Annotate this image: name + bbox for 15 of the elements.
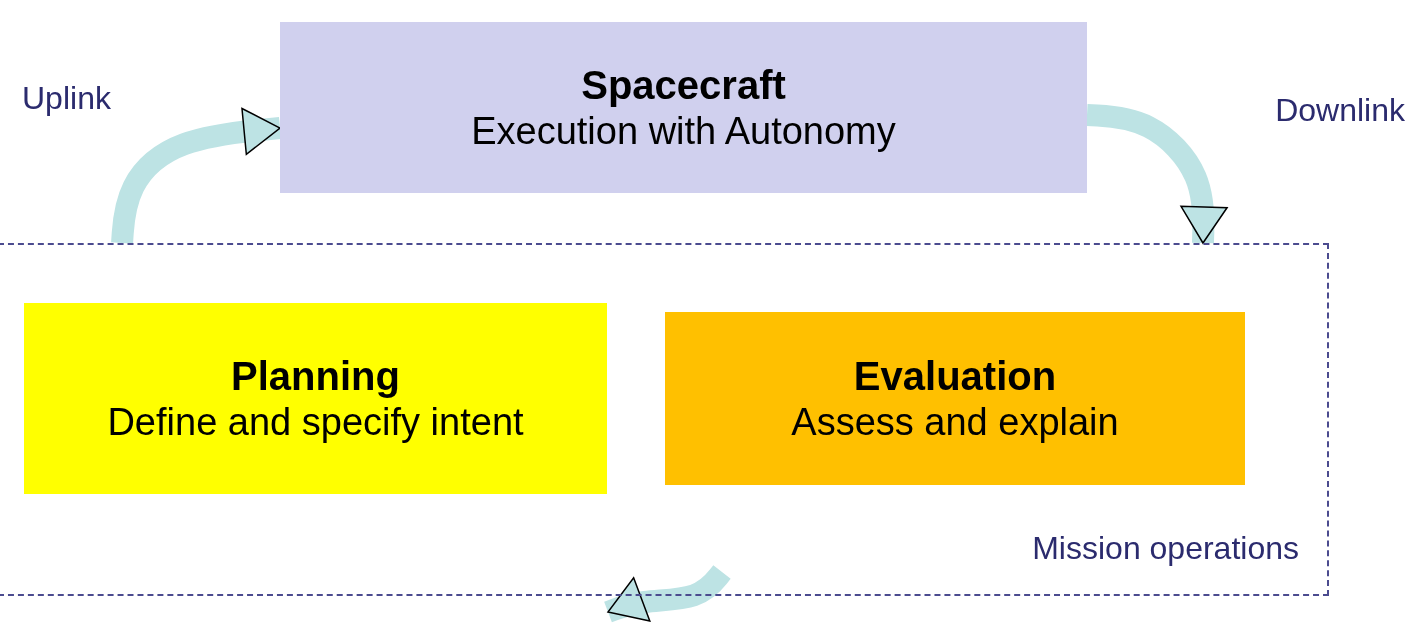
region-label: Mission operations	[1032, 530, 1299, 567]
box-text: Define and specify intent	[107, 399, 524, 445]
spacecraft-box	[280, 22, 1087, 193]
planning-box	[24, 303, 607, 494]
box-heading: Evaluation	[853, 352, 1057, 399]
box-heading: Planning	[231, 352, 400, 399]
edge-label: Uplink	[22, 80, 111, 117]
evaluation-box	[665, 312, 1245, 485]
box-text: Assess and explain	[791, 399, 1119, 445]
edge-label: Downlink	[1275, 92, 1405, 129]
box-heading: Spacecraft	[581, 61, 786, 108]
curved-arrow	[111, 107, 282, 245]
curved-arrow	[1086, 104, 1228, 244]
box-text: Execution with Autonomy	[471, 108, 896, 154]
mission-operations-region	[0, 243, 1329, 596]
